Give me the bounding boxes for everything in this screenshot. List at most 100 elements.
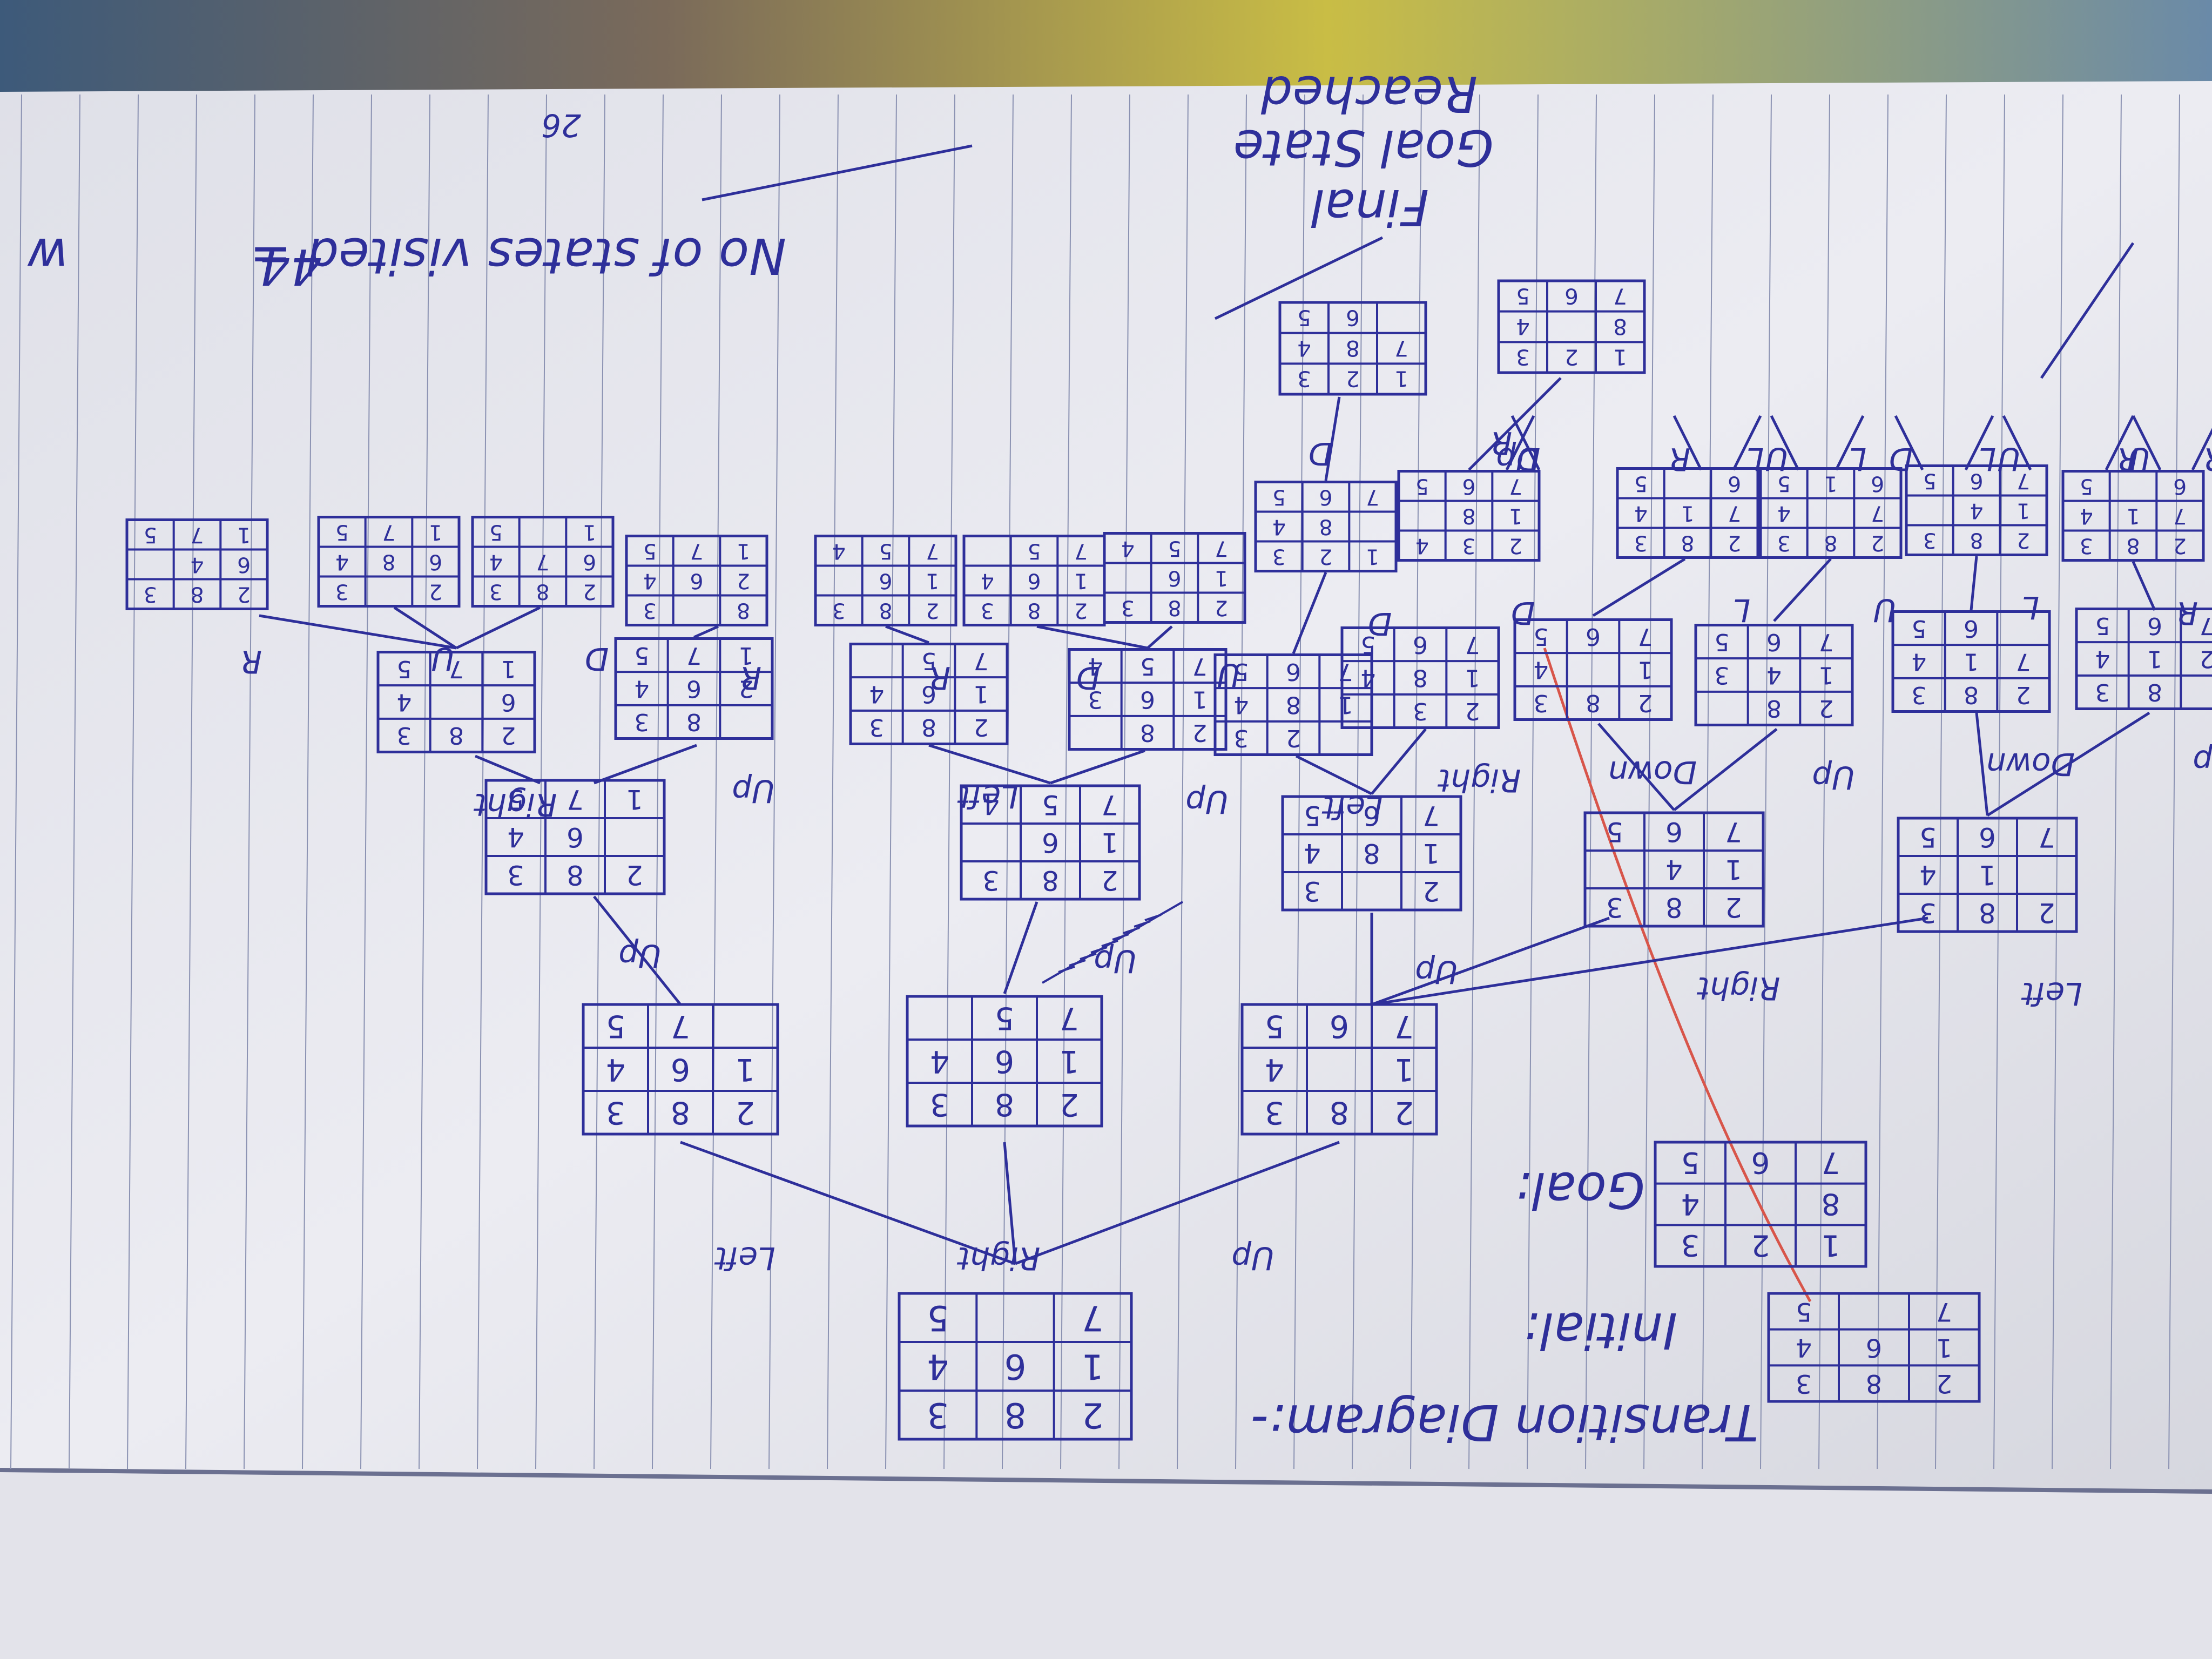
tile-digit: 6 [879, 569, 893, 593]
tile-digit: 7 [1422, 800, 1440, 831]
tile-digit: 5 [1714, 628, 1729, 656]
ruled-line [1818, 94, 1830, 1469]
corner-number: 26 [541, 107, 581, 144]
tile-digit: 6 [1871, 471, 1884, 496]
tile-digit: 7 [1101, 789, 1118, 820]
move-label-level1: Left [714, 1240, 775, 1277]
tile-digit: 3 [643, 598, 657, 623]
tile-digit: 3 [927, 1395, 949, 1435]
tile-digit: 3 [396, 721, 412, 749]
move-label-level3: Up [1812, 759, 1854, 796]
tile-digit: 6 [1751, 1145, 1770, 1180]
tile-digit: 7 [690, 539, 704, 563]
branch-arrow [1673, 415, 1703, 471]
tile-digit: 3 [1923, 528, 1937, 552]
tile-digit: 5 [507, 784, 524, 815]
tile-digit: 2 [1819, 694, 1834, 722]
grid-border [898, 1292, 1133, 1441]
tile-digit: 3 [2095, 678, 2110, 706]
tile-digit: 6 [567, 821, 584, 853]
tile-digit: 7 [1638, 623, 1653, 650]
tile-digit: 4 [643, 569, 657, 593]
tile-digit: 1 [736, 1051, 755, 1087]
move-label-level2: Left [2021, 975, 2082, 1012]
grid-border [1278, 301, 1427, 396]
branch-move-label: R [2203, 441, 2212, 477]
tile-digit: 2 [1082, 1395, 1104, 1435]
move-label-level3: Right [1437, 762, 1521, 799]
tile-digit: 5 [1297, 305, 1311, 331]
ruled-line [1702, 94, 1714, 1469]
tile-digit: 8 [1330, 1095, 1349, 1130]
tile-digit: 8 [1824, 531, 1838, 555]
tile-digit: 1 [2127, 504, 2140, 528]
tile-digit: 6 [1413, 631, 1428, 658]
ruled-line [419, 94, 430, 1469]
tile-digit: 2 [626, 859, 643, 891]
tile-digit: 4 [1796, 1333, 1812, 1363]
grid-border [814, 535, 957, 626]
tile-digit: 3 [634, 708, 649, 736]
tile-digit: 7 [382, 520, 396, 544]
lower-page [0, 1469, 2212, 1659]
branch-move-label: U [1765, 441, 1788, 477]
tile-digit: 6 [1140, 686, 1155, 713]
move-label-level3: Up [1185, 784, 1228, 820]
tile-digit: 6 [1665, 816, 1683, 847]
ruled-line [2110, 94, 2122, 1469]
tile-digit: 6 [1330, 1008, 1349, 1044]
ruled-line [244, 94, 255, 1469]
tile-digit: 6 [1766, 628, 1782, 656]
tile-digit: 3 [606, 1095, 625, 1130]
tile-digit: 7 [2173, 504, 2187, 528]
branch-move-label: D [1516, 441, 1541, 477]
tile-digit: 4 [1233, 691, 1249, 719]
tile-digit: 4 [1304, 838, 1321, 869]
tile-digit: 3 [489, 579, 503, 604]
tile-digit: 5 [643, 539, 657, 563]
transition-arrow [1371, 916, 1610, 1006]
tile-digit: 7 [536, 550, 550, 574]
tile-digit: 7 [1613, 283, 1627, 309]
tile-digit: 7 [1394, 1008, 1414, 1044]
tile-digit: 5 [1634, 471, 1648, 496]
ruled-line [1527, 94, 1539, 1469]
tile-digit: 8 [2147, 678, 2162, 706]
transition-arrow [1003, 1142, 1017, 1264]
tile-digit: 5 [606, 1008, 625, 1044]
tile-digit: 5 [1796, 1297, 1812, 1326]
tile-digit: 5 [927, 1298, 949, 1338]
tile-digit: 3 [1297, 366, 1311, 392]
corner-mark: w [27, 227, 68, 285]
tile-digit: 5 [1140, 652, 1155, 680]
tile-digit: 2 [1725, 892, 1742, 923]
tile-digit: 7 [1215, 536, 1228, 561]
move-label-level4: R [929, 659, 950, 696]
transition-arrow [393, 606, 457, 650]
diagram-heading: Transition Diagram:- [1251, 1393, 1758, 1451]
tile-digit: 3 [1777, 531, 1791, 555]
tile-digit: 1 [974, 680, 989, 708]
goal-move-label: R [1491, 424, 1512, 461]
transition-tree: 28316475123847652831647528316475Left2831… [125, 279, 2212, 1441]
branch-move-label: U [1998, 441, 2020, 477]
tile-digit: 5 [1415, 474, 1429, 498]
tile-digit: 2 [2173, 534, 2187, 558]
tile-digit: 8 [1681, 531, 1695, 555]
tile-digit: 2 [1728, 531, 1741, 555]
tile-digit: 8 [1866, 1368, 1882, 1398]
ruled-line [1993, 94, 2005, 1469]
tile-digit: 8 [1346, 335, 1360, 361]
tile-digit: 4 [489, 550, 503, 574]
book-cover-strip [0, 0, 2212, 97]
tile-digit: 4 [1777, 501, 1791, 525]
tile-digit: 4 [981, 569, 994, 593]
